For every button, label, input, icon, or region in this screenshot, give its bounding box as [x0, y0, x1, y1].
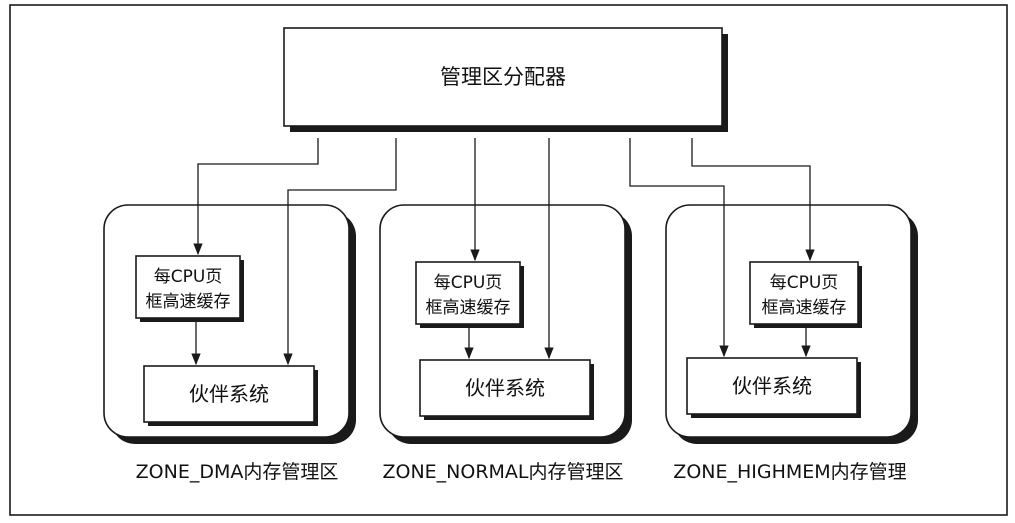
percpu-cache-line1: 每CPU页	[770, 273, 839, 293]
zone-dma: 每CPU页 框高速缓存 伙伴系统	[103, 204, 356, 444]
percpu-cache-line2: 框高速缓存	[426, 298, 511, 318]
percpu-cache-box: 每CPU页 框高速缓存	[749, 261, 862, 328]
zone-normal: 每CPU页 框高速缓存 伙伴系统	[379, 204, 632, 444]
buddy-system-box: 伙伴系统	[686, 357, 861, 418]
percpu-cache-line2: 框高速缓存	[146, 292, 231, 312]
buddy-system-label: 伙伴系统	[732, 374, 812, 398]
zone-dma-label: ZONE_DMA内存管理区	[136, 461, 339, 483]
percpu-cache-line1: 每CPU页	[154, 267, 223, 287]
arrow-allocator-to-highmem-buddy	[629, 138, 729, 358]
percpu-cache-line1: 每CPU页	[434, 273, 503, 293]
outer-frame	[9, 4, 1008, 516]
zone-highmem-label: ZONE_HIGHMEM内存管理	[673, 461, 906, 483]
arrow-allocator-to-dma-buddy	[283, 138, 397, 366]
buddy-system-label: 伙伴系统	[465, 376, 545, 400]
zone-normal-label: ZONE_NORMAL内存管理区	[382, 461, 623, 483]
percpu-cache-box: 每CPU页 框高速缓存	[135, 255, 244, 322]
percpu-cache-box: 每CPU页 框高速缓存	[415, 261, 524, 328]
zone-allocator-box: 管理区分配器	[283, 27, 728, 132]
arrow-allocator-to-dma-cache	[193, 138, 319, 256]
buddy-system-box: 伙伴系统	[419, 359, 594, 420]
buddy-system-box: 伙伴系统	[143, 365, 318, 426]
buddy-system-label: 伙伴系统	[189, 382, 269, 406]
zone-allocator-label: 管理区分配器	[440, 65, 566, 89]
zone-highmem: 每CPU页 框高速缓存 伙伴系统	[665, 204, 918, 444]
percpu-cache-line2: 框高速缓存	[762, 298, 847, 318]
arrow-allocator-to-highmem-cache	[691, 138, 815, 262]
